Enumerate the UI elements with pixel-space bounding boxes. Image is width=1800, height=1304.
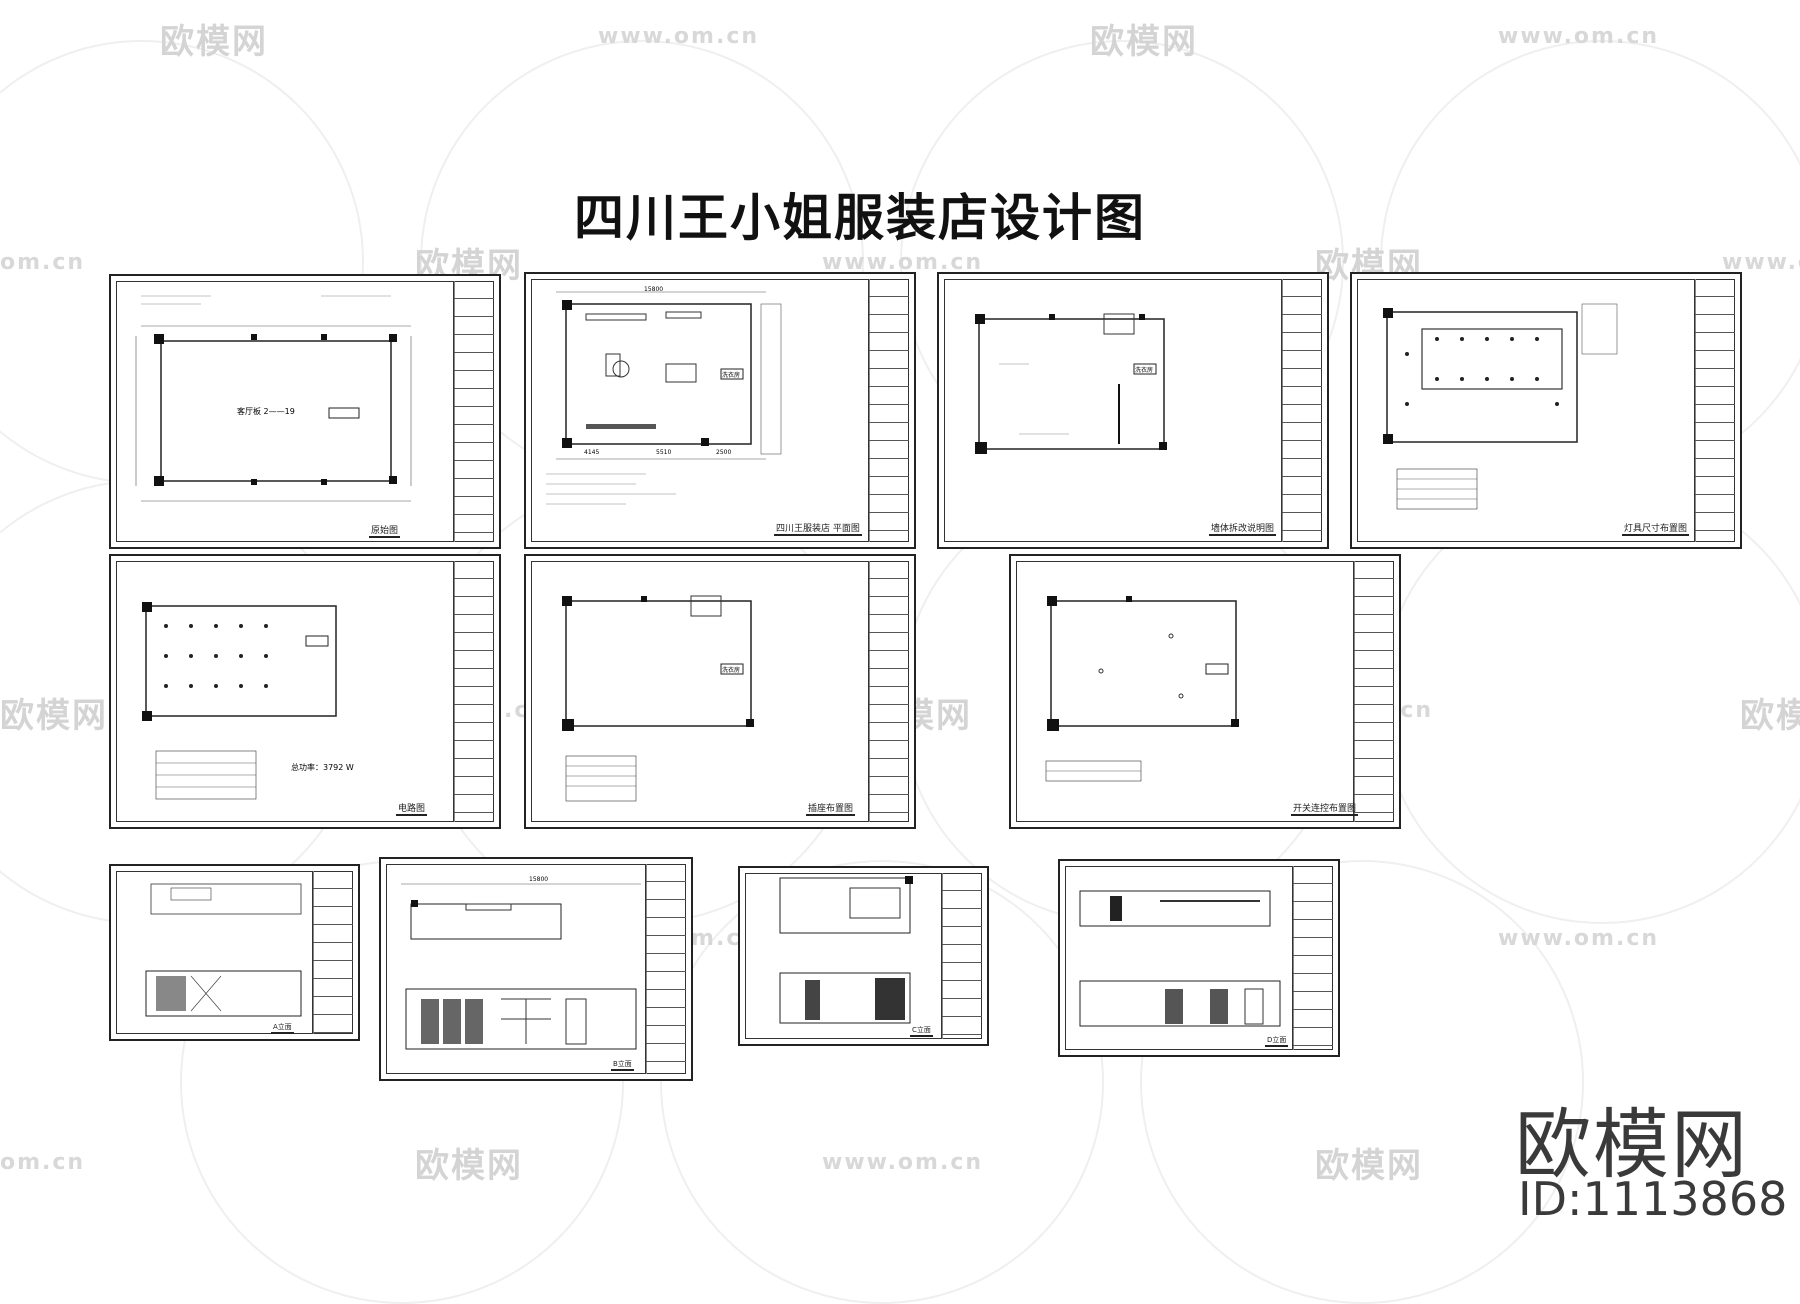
sheet-caption: 电路图 (396, 801, 428, 816)
sheet-caption: 灯具尺寸布置图 (1622, 521, 1690, 536)
brand-logo-text: 欧模网 (1515, 1100, 1749, 1189)
sheet-elevation-d: D立面 (1058, 859, 1340, 1057)
sheet-note: 洗衣房 (1135, 367, 1154, 374)
brand-id: ID:1113868 (1518, 1172, 1788, 1226)
page-title: 四川王小姐服装店设计图 (574, 189, 1146, 247)
sheet-caption: 插座布置图 (806, 801, 856, 816)
sheet-note: 洗衣房 (722, 372, 741, 379)
plan-drawing (135, 295, 412, 502)
dimension-label: 15800 (529, 876, 549, 883)
dimension-label: 2500 (716, 449, 732, 456)
sheet-caption: C立面 (910, 1025, 933, 1037)
sheet-switch-layout: 开关连控布置图 (1009, 554, 1401, 829)
watermark-url: om.cn (0, 250, 86, 275)
sheet-caption: A立面 (271, 1022, 294, 1034)
elevation-drawing (145, 883, 302, 1017)
watermark-logo: 欧模网 (160, 22, 268, 62)
sheet-caption: 开关连控布置图 (1291, 801, 1359, 816)
elevation-drawing (779, 876, 913, 1024)
plan-drawing (1383, 303, 1618, 510)
sheet-wall-change: 洗衣房 墙体拆改说明图 (937, 272, 1329, 549)
sheet-caption: 墙体拆改说明图 (1209, 521, 1277, 536)
sheet-circuit: 总功率：3792 W 电路图 (109, 554, 501, 829)
plan-drawing (562, 595, 754, 802)
drawing-collection: 欧模网 www.om.cn 欧模网 www.om.cn om.cn 欧模网 ww… (0, 22, 1800, 1304)
sheet-socket-layout: 洗衣房 插座布置图 (524, 554, 916, 829)
watermark-url: www.om.cn (822, 250, 984, 275)
watermark-logo: 欧模网 (1740, 696, 1800, 736)
watermark-url: om.cn (0, 1150, 86, 1175)
sheet-note: 洗衣房 (722, 667, 741, 674)
watermark-url: www.om.cn (1498, 926, 1660, 951)
sheet-lighting-layout: 灯具尺寸布置图 (1350, 272, 1742, 549)
plan-drawing (1045, 596, 1239, 782)
sheet-caption: D立面 (1265, 1035, 1289, 1047)
sheet-caption: B立面 (611, 1059, 634, 1071)
watermark-logo: 欧模网 (1315, 1146, 1423, 1186)
watermark-url: www.om.cn (822, 1150, 984, 1175)
plan-drawing (546, 291, 782, 505)
elevation-drawing (1079, 890, 1281, 1027)
sheet-note: 总功率：3792 W (291, 763, 354, 772)
dimension-label: 15800 (644, 286, 664, 293)
plan-drawing (975, 313, 1167, 454)
sheet-floor-plan: 15800 4145 5510 2500 洗衣房 四川王服装店 平面图 (524, 272, 916, 549)
sheet-caption: 原始图 (369, 523, 401, 538)
elevation-drawing (401, 883, 641, 1050)
dimension-label: 4145 (584, 449, 600, 456)
plan-drawing (142, 602, 337, 800)
watermark-logo: 欧模网 (0, 696, 108, 736)
sheet-elevation-a: A立面 (109, 864, 360, 1041)
sheet-note: 客厅板 2——19 (237, 407, 295, 416)
sheet-elevation-b: 15800 B立面 (379, 857, 693, 1081)
sheet-caption: 四川王服装店 平面图 (774, 521, 862, 536)
watermark-logo: 欧模网 (415, 1146, 523, 1186)
watermark-url: www.om.cn (1498, 24, 1660, 49)
watermark-url: www.om.cn (598, 24, 760, 49)
sheet-elevation-c: C立面 (738, 866, 989, 1046)
watermark-url: www.om.cn (1722, 250, 1800, 275)
sheet-original-plan: 客厅板 2——19 原始图 (109, 274, 501, 549)
dimension-label: 5510 (656, 449, 672, 456)
watermark-logo: 欧模网 (1090, 22, 1198, 62)
